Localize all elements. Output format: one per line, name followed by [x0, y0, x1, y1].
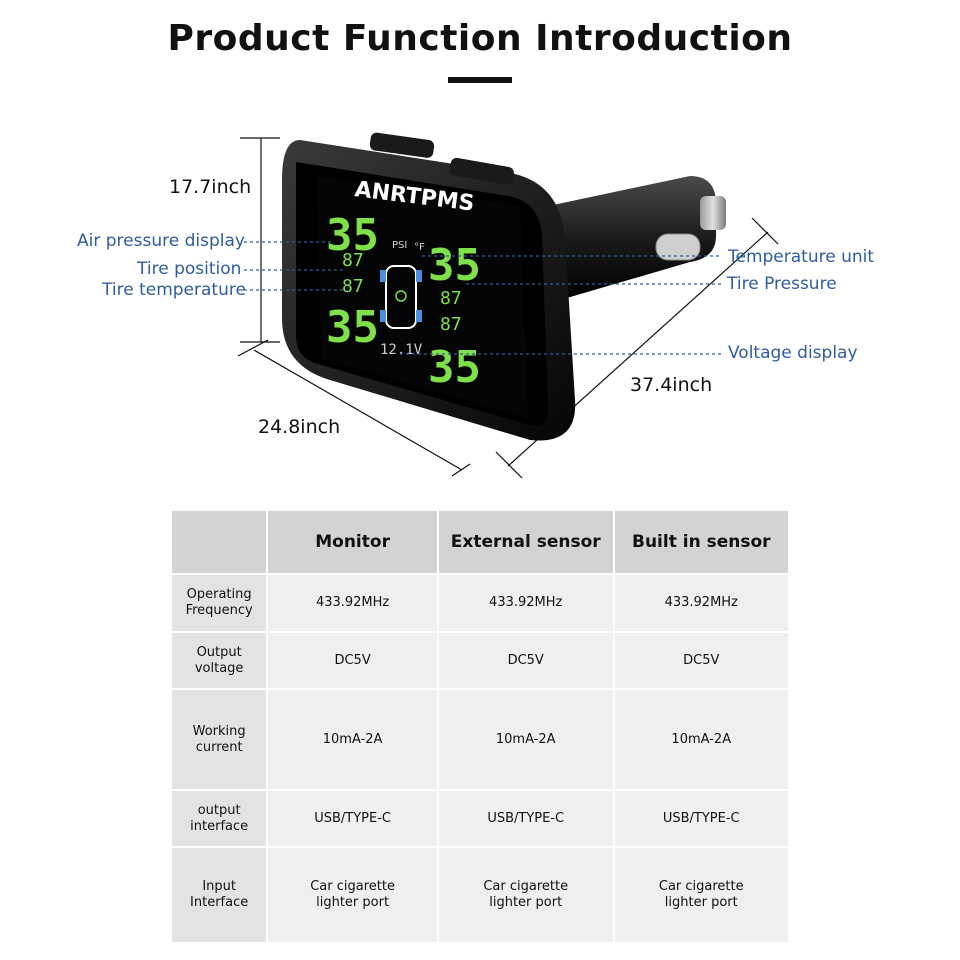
- callout-tire-pressure: Tire Pressure: [727, 274, 837, 294]
- spec-table: Monitor External sensor Built in sensor …: [169, 509, 791, 944]
- table-header-monitor: Monitor: [266, 509, 439, 575]
- callout-tire-temperature: Tire temperature: [102, 280, 246, 300]
- pressure-reading-front-right: 35: [428, 240, 481, 291]
- temp-reading-rear-left: 87: [342, 276, 364, 297]
- temp-reading-front-left: 87: [342, 250, 364, 271]
- callout-leaders: [244, 241, 722, 355]
- table-cell: 10mA-2A: [612, 688, 791, 791]
- length-dimension-label: 37.4inch: [630, 374, 713, 396]
- table-cell: 10mA-2A: [266, 688, 439, 791]
- pressure-reading-rear-left: 35: [326, 302, 379, 353]
- table-cell: 10mA-2A: [436, 688, 615, 791]
- callout-voltage-display: Voltage display: [728, 343, 858, 363]
- table-header-row: Monitor External sensor Built in sensor: [169, 509, 791, 575]
- height-dimension-label: 17.7inch: [169, 176, 252, 198]
- table-cell: USB/TYPE-C: [436, 789, 615, 848]
- table-cell: 433.92MHz: [436, 573, 615, 633]
- monitor-body: [282, 132, 576, 441]
- device-illustration: ANRTPMS 35 35 35 35 87 87 87 87 PSI °F 1…: [237, 132, 779, 479]
- depth-dimension-line: [253, 349, 463, 471]
- table-cell: 433.92MHz: [612, 573, 791, 633]
- depth-dimension-label: 24.8inch: [258, 416, 341, 438]
- table-header-built-in-sensor: Built in sensor: [612, 509, 791, 575]
- table-cell: 433.92MHz: [266, 573, 439, 633]
- title-underline: [448, 77, 512, 83]
- table-cell: USB/TYPE-C: [612, 789, 791, 848]
- pressure-reading-rear-right: 35: [428, 342, 481, 393]
- psi-unit-label: PSI: [392, 240, 407, 251]
- table-header-external-sensor: External sensor: [436, 509, 615, 575]
- table-header-corner: [169, 509, 269, 575]
- callout-temperature-unit: Temperature unit: [728, 247, 875, 267]
- callout-tire-position: Tire position: [137, 259, 242, 279]
- table-cell: DC5V: [612, 631, 791, 690]
- table-cell: DC5V: [436, 631, 615, 690]
- temperature-unit-label: °F: [414, 242, 425, 253]
- table-cell: USB/TYPE-C: [266, 789, 439, 848]
- temp-reading-front-right: 87: [440, 288, 462, 309]
- voltage-reading: 12.1V: [380, 342, 423, 358]
- table-cell: DC5V: [266, 631, 439, 690]
- page-title: Product Function Introduction: [167, 18, 793, 59]
- temp-reading-rear-right: 87: [440, 314, 462, 335]
- pressure-reading-front-left: 35: [326, 210, 379, 261]
- callout-air-pressure-display: Air pressure display: [77, 231, 245, 251]
- product-figure: ANRTPMS 35 35 35 35 87 87 87 87 PSI °F 1…: [0, 100, 960, 500]
- car-position-icon: [380, 265, 422, 329]
- plug-body: [520, 176, 726, 300]
